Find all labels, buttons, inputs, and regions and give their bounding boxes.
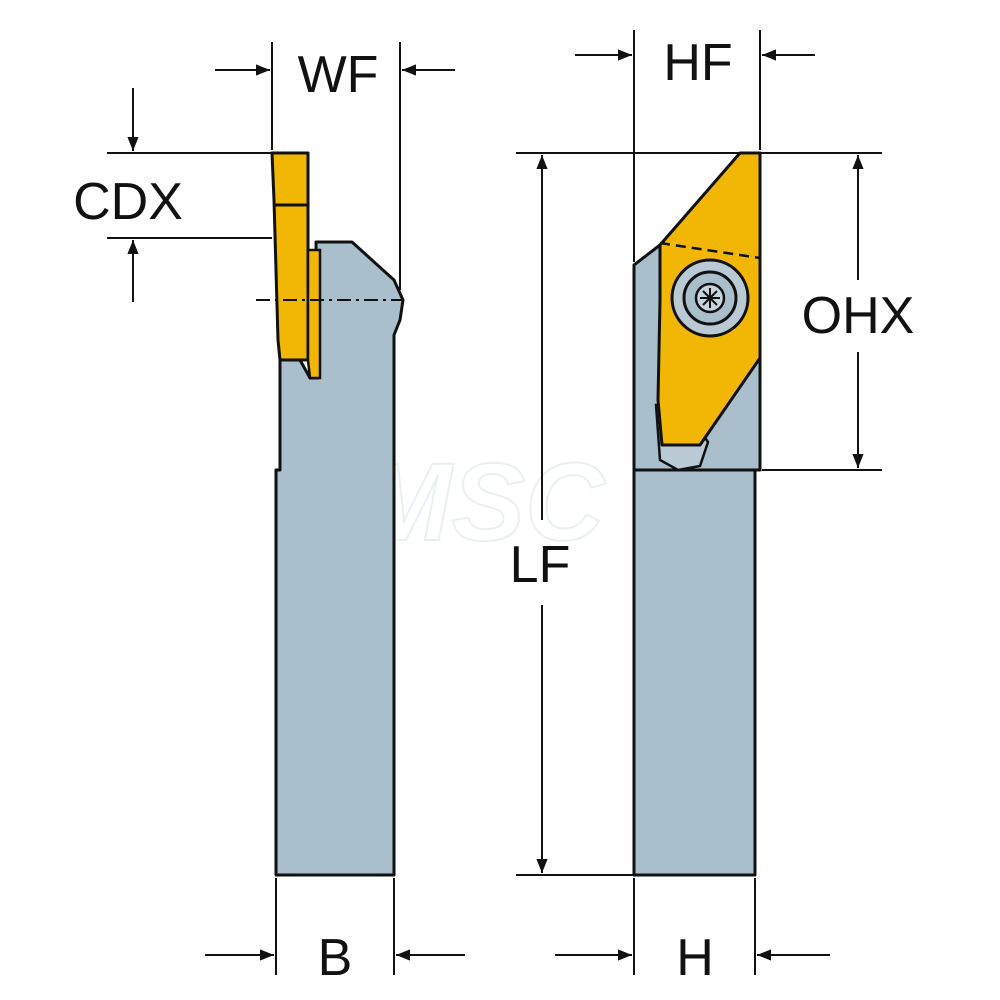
hf-label: HF bbox=[663, 34, 732, 92]
lf-label: LF bbox=[510, 536, 571, 594]
side-view-clamp bbox=[306, 248, 322, 380]
h-label: H bbox=[676, 929, 714, 987]
side-view: WF CDX B bbox=[73, 42, 465, 987]
watermark: MSC bbox=[360, 441, 606, 564]
ohx-label: OHX bbox=[802, 287, 915, 345]
wf-label: WF bbox=[298, 46, 379, 104]
front-view: HF OHX LF H bbox=[510, 30, 915, 987]
b-label: B bbox=[318, 929, 353, 987]
front-view-insert-dash bbox=[659, 241, 761, 260]
side-view-shank bbox=[274, 240, 405, 877]
side-view-insert bbox=[270, 151, 310, 362]
cdx-label: CDX bbox=[73, 173, 183, 231]
screw-torx-lines bbox=[700, 288, 720, 308]
